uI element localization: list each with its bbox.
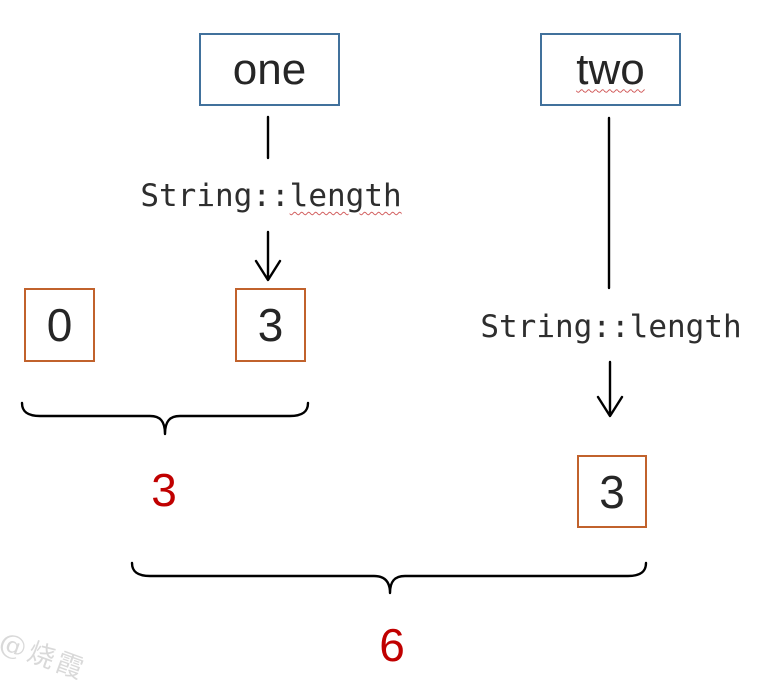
value-box-initial: 0 [24,288,95,362]
value-box-length-two: 3 [577,455,647,528]
value-box-length-one: 3 [235,288,306,362]
input-box-one-label: one [232,44,307,94]
down-arrow-icon-right [596,360,624,418]
function-label-right: String::length [480,309,742,345]
intermediate-result: 3 [151,464,177,516]
underbrace-large [130,561,648,595]
down-arrow-icon-left [254,230,282,282]
underbrace-small [20,401,310,436]
value-box-length-one-label: 3 [257,299,284,351]
input-box-two-label: two [576,44,645,94]
function-label-left: String::length [140,179,401,213]
value-box-length-two-label: 3 [599,465,625,518]
function-label-left-prefix: String:: [140,178,290,214]
function-label-left-name: length [289,178,402,214]
input-box-one: one [199,33,340,106]
total-result: 6 [379,619,405,671]
input-box-two: two [540,33,681,106]
value-box-initial-label: 0 [46,299,73,351]
